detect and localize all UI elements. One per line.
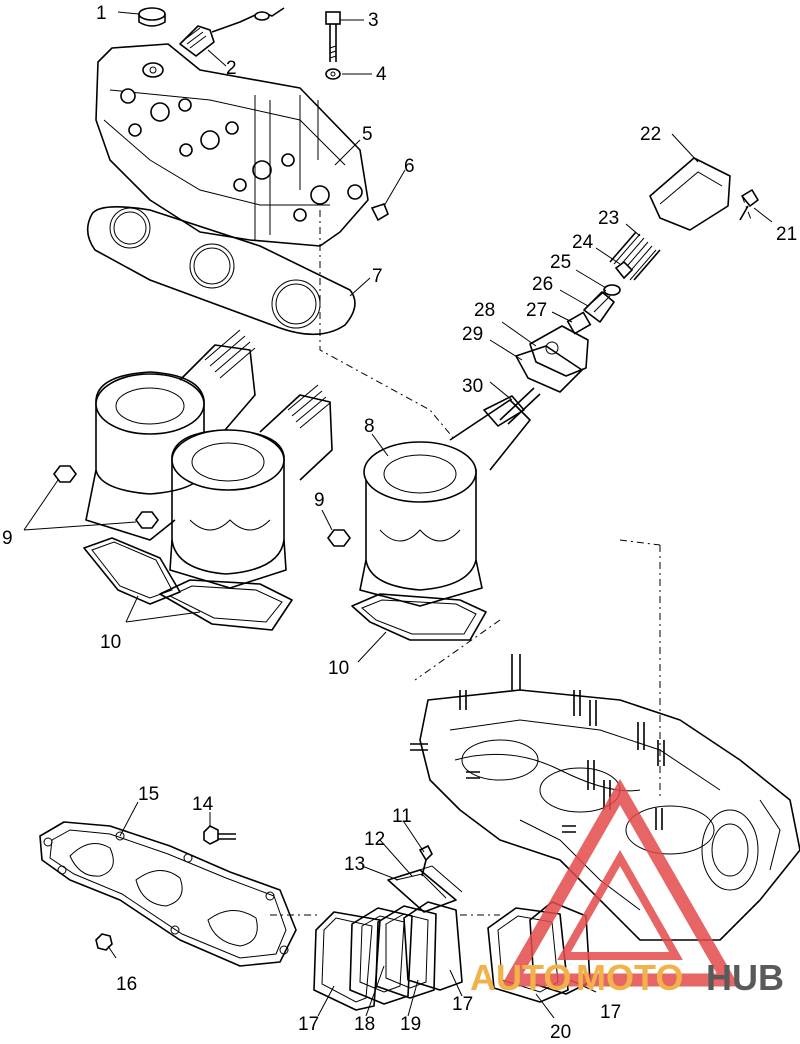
center-line-1 xyxy=(319,210,456,441)
flange-bolt xyxy=(203,825,236,845)
center-line-7 xyxy=(741,195,753,223)
center-line-3 xyxy=(414,619,501,681)
cylinder-left-front xyxy=(169,384,333,589)
logo-text-auto: AUTO xyxy=(470,957,571,998)
callout-14: 14 xyxy=(192,794,214,815)
valve-housing xyxy=(529,325,589,377)
exhaust-valve xyxy=(483,387,541,427)
callout-15: 15 xyxy=(138,784,159,805)
logo-inner-triangle-icon xyxy=(557,849,683,960)
head-bolt xyxy=(325,11,341,62)
valve-cover xyxy=(649,157,731,231)
reed-gasket-mid xyxy=(403,901,463,991)
callout-17-right: 17 xyxy=(600,1002,621,1023)
cylinder-left-rear xyxy=(85,329,256,541)
callout-12: 12 xyxy=(364,829,385,850)
callout-5: 5 xyxy=(362,124,373,145)
filler-cap xyxy=(138,7,166,27)
callout-20: 20 xyxy=(550,1022,571,1043)
callout-10-left: 10 xyxy=(100,632,121,653)
cylinder-single xyxy=(359,399,531,607)
callout-10-middle: 10 xyxy=(328,658,349,679)
callout-8: 8 xyxy=(364,416,375,437)
valve-nut xyxy=(614,260,634,280)
valve-spring xyxy=(609,231,661,281)
callout-4: 4 xyxy=(376,64,387,85)
callout-labels: 1 2 3 4 5 6 7 8 9 9 10 10 11 12 13 14 15… xyxy=(2,3,797,1043)
center-line-4 xyxy=(619,539,661,546)
callout-28: 28 xyxy=(474,300,495,321)
callout-7: 7 xyxy=(372,266,383,287)
temperature-sensor xyxy=(179,7,285,57)
reed-gasket-left xyxy=(313,911,381,1011)
crankcase xyxy=(410,654,800,941)
callout-11: 11 xyxy=(392,806,412,827)
callout-30: 30 xyxy=(462,376,483,397)
reed-petal xyxy=(399,865,463,893)
valve-bellows xyxy=(583,289,615,323)
valve-gasket xyxy=(515,345,583,393)
base-gasket-left-1 xyxy=(83,537,181,605)
nut-left-lower xyxy=(135,511,159,529)
callout-9-left: 9 xyxy=(2,528,13,549)
callout-1: 1 xyxy=(96,3,107,24)
base-gasket-middle xyxy=(351,593,487,641)
callout-27: 27 xyxy=(526,300,547,321)
callout-23: 23 xyxy=(598,208,619,229)
intake-flange xyxy=(39,821,297,967)
callout-18: 18 xyxy=(354,1014,375,1035)
callout-22: 22 xyxy=(640,124,661,145)
callout-9-middle: 9 xyxy=(314,490,325,511)
logo-triangle-icon xyxy=(500,778,740,987)
cover-screw xyxy=(739,189,759,221)
valve-piston xyxy=(566,311,592,335)
callout-26: 26 xyxy=(532,274,553,295)
callout-3: 3 xyxy=(368,10,379,31)
callout-2: 2 xyxy=(226,58,237,79)
callout-16: 16 xyxy=(116,974,137,995)
nut-middle xyxy=(327,529,351,547)
nut-left-upper xyxy=(53,465,77,483)
cover-nut xyxy=(142,62,164,78)
callout-29: 29 xyxy=(462,324,483,345)
drain-plug xyxy=(370,203,389,222)
callout-17-middle: 17 xyxy=(452,994,473,1015)
reed-block-1 xyxy=(349,907,413,1005)
valve-washer xyxy=(603,284,621,296)
cylinder-head-cover xyxy=(95,43,369,247)
callout-25: 25 xyxy=(550,252,571,273)
automotohub-watermark: AUTO MOTO HUB xyxy=(470,778,784,998)
callout-17-left: 17 xyxy=(298,1014,319,1035)
logo-text-moto: MOTO xyxy=(576,957,683,998)
bolt-washer xyxy=(325,68,341,80)
reed-block-2 xyxy=(375,905,437,999)
callout-13: 13 xyxy=(344,854,365,875)
logo-text-hub: HUB xyxy=(706,957,784,998)
callout-19: 19 xyxy=(400,1014,421,1035)
head-gasket xyxy=(86,206,356,336)
base-gasket-left-2 xyxy=(159,579,293,631)
callout-21: 21 xyxy=(776,224,797,245)
callout-6: 6 xyxy=(404,156,415,177)
callout-24: 24 xyxy=(572,232,594,253)
